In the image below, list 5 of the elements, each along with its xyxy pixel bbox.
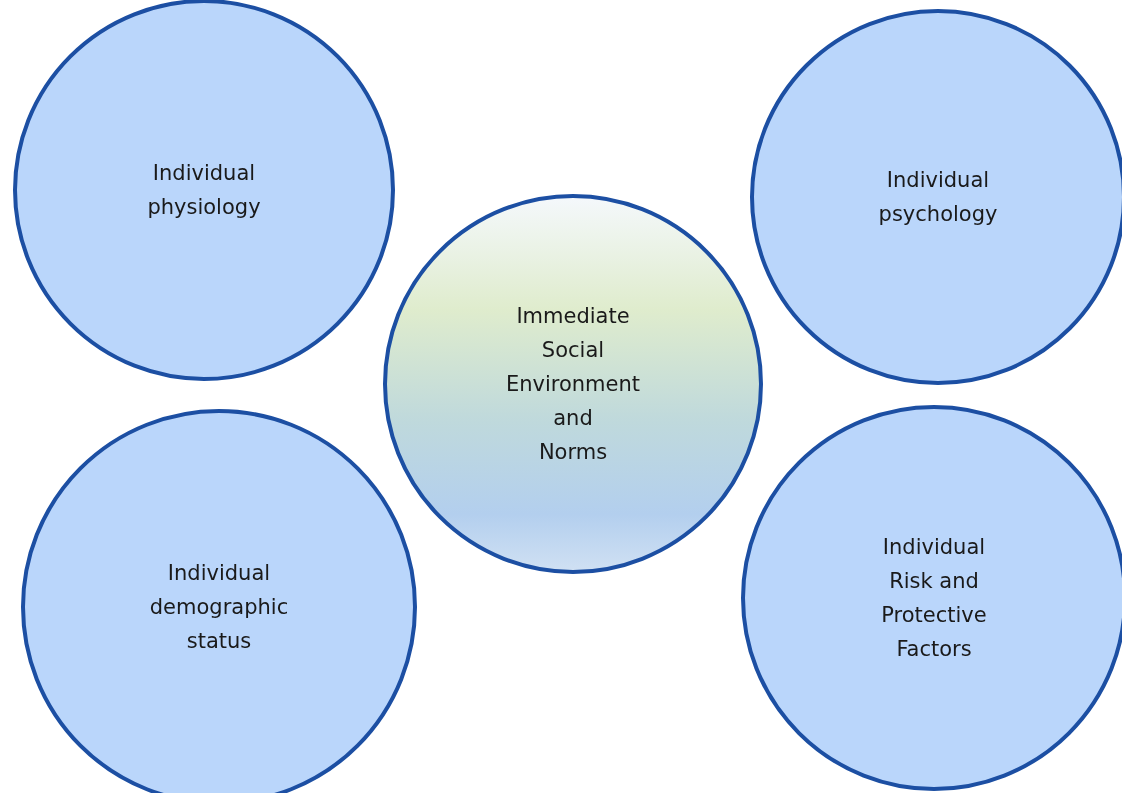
node-label: Individual physiology [146,160,262,221]
node-label: Individual psychology [877,167,999,228]
node-label: Immediate Social Environment and Norms [504,303,642,466]
node-label: Individual demographic status [148,560,290,655]
node-label: Individual Risk and Protective Factors [880,534,988,663]
